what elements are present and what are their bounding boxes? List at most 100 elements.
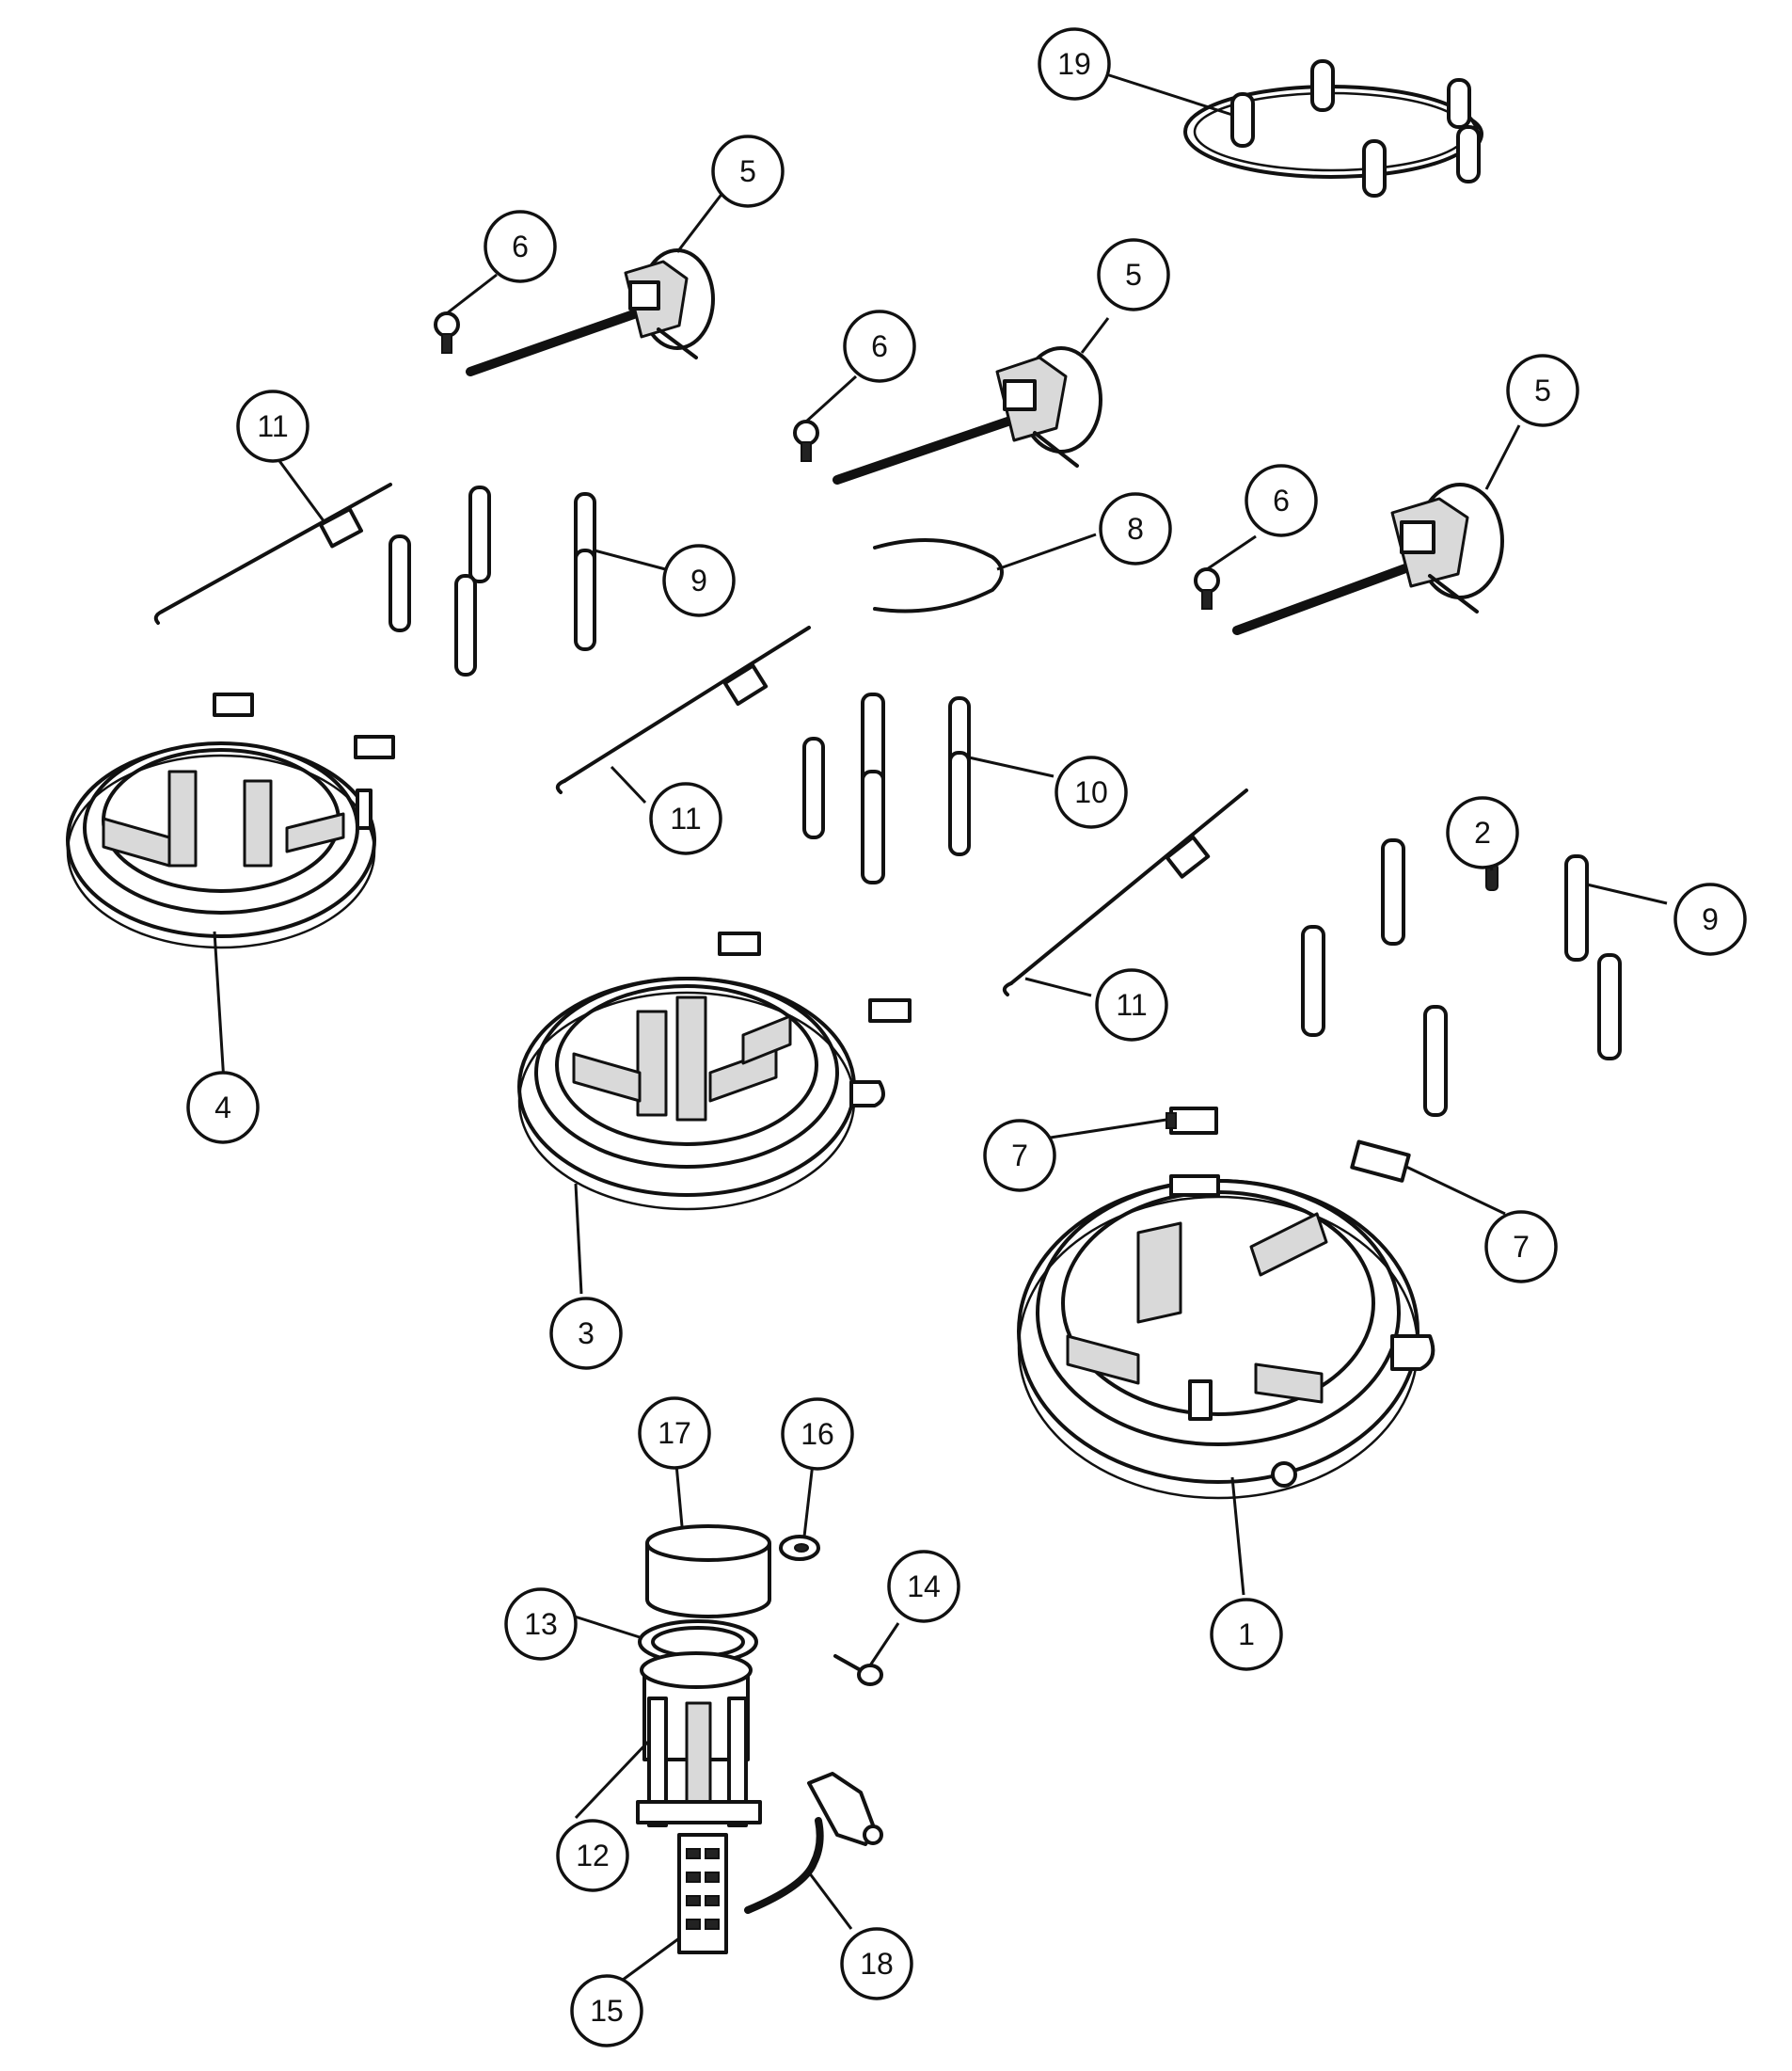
callout-label: 11 [1116, 988, 1147, 1022]
callout-c13: 13 [504, 1587, 578, 1661]
callout-circle [1097, 238, 1170, 311]
callout-label: 18 [860, 1947, 894, 1981]
part-3-ring-housing [517, 932, 912, 1211]
callout-c6b: 6 [843, 310, 916, 383]
callout-c3: 3 [549, 1297, 623, 1370]
callout-label: 4 [214, 1091, 231, 1124]
callout-label: 5 [1125, 258, 1142, 292]
callout-c9a: 9 [662, 544, 736, 617]
callout-circle [649, 782, 722, 855]
callout-circle [186, 1071, 260, 1144]
callout-circle [711, 135, 785, 208]
callout-c7b: 7 [1484, 1210, 1558, 1283]
callout-circle [1673, 883, 1747, 956]
callout-circle [1245, 464, 1318, 537]
callout-circle [549, 1297, 623, 1370]
callout-circle [570, 1974, 643, 2047]
callout-circle [484, 210, 557, 283]
part-11-rod-a [153, 483, 392, 625]
callout-label: 16 [801, 1417, 834, 1451]
callout-label: 5 [1534, 374, 1551, 407]
callout-c12: 12 [556, 1819, 629, 1892]
part-9-pins-a [389, 486, 596, 677]
callout-c6a: 6 [484, 210, 557, 283]
part-11-rod-b [555, 626, 811, 794]
callout-c7a: 7 [983, 1119, 1056, 1192]
callout-label: 6 [1273, 484, 1290, 518]
callout-circle [983, 1119, 1056, 1192]
callout-label: 1 [1238, 1617, 1255, 1651]
part-7-switch-b [1350, 1139, 1411, 1183]
callout-c9b: 9 [1673, 883, 1747, 956]
callout-label: 9 [1702, 902, 1719, 936]
callout-label: 2 [1474, 816, 1491, 850]
part-19-ring-with-posts [1183, 59, 1483, 198]
part-14-bolt [833, 1654, 883, 1686]
callout-bubbles: 19 5 6 5 6 5 6 11 9 8 11 10 2 9 11 4 7 7 3 17 16 14 13 1 12 18 15 [186, 27, 1747, 2047]
callout-label: 12 [576, 1839, 610, 1872]
callout-label: 5 [739, 154, 756, 188]
callout-label: 7 [1513, 1230, 1530, 1264]
callout-label: 11 [257, 409, 288, 443]
callout-circle [1038, 27, 1111, 101]
part-15-terminal-block [677, 1833, 728, 1954]
callout-circle [781, 1397, 854, 1471]
callout-c14: 14 [887, 1550, 960, 1623]
callout-c2: 2 [1446, 796, 1519, 869]
callout-c19: 19 [1038, 27, 1111, 101]
part-8-wire-clip [873, 538, 1004, 613]
callout-c11b: 11 [649, 782, 722, 855]
callout-label: 11 [670, 802, 701, 836]
callout-circle [1446, 796, 1519, 869]
callout-c5b: 5 [1097, 238, 1170, 311]
part-10-pins [802, 693, 971, 884]
part-12-carriage [636, 1651, 762, 1827]
part-18-cable-bracket [744, 1772, 883, 1914]
part-17-cylinder-cap [645, 1524, 771, 1618]
callout-c15: 15 [570, 1974, 643, 2047]
callout-circle [1506, 354, 1579, 427]
callout-label: 7 [1011, 1139, 1028, 1172]
callout-label: 6 [871, 329, 888, 363]
callout-circle [1055, 756, 1128, 829]
part-5-motor-c [1232, 483, 1504, 635]
callout-c16: 16 [781, 1397, 854, 1471]
callout-label: 6 [512, 230, 529, 263]
callout-c1: 1 [1210, 1598, 1283, 1671]
part-9-pins-b [1301, 838, 1622, 1117]
callout-c11c: 11 [1095, 968, 1168, 1042]
part-5-motor-b [833, 346, 1102, 485]
callout-c5c: 5 [1506, 354, 1579, 427]
callout-circle [236, 390, 309, 463]
callout-c11a: 11 [236, 390, 309, 463]
callout-label: 14 [907, 1569, 941, 1603]
part-6-screw-c [1194, 567, 1220, 610]
part-4-ring-housing [66, 693, 395, 949]
callout-c18: 18 [840, 1927, 913, 2000]
callout-c8: 8 [1099, 492, 1172, 566]
callout-circle [1484, 1210, 1558, 1283]
callout-circle [1099, 492, 1172, 566]
callout-circle [1095, 968, 1168, 1042]
callout-circle [840, 1927, 913, 2000]
callout-c4: 4 [186, 1071, 260, 1144]
part-11-rod-c [1002, 789, 1248, 996]
callout-c17: 17 [638, 1396, 711, 1470]
callout-label: 8 [1127, 512, 1144, 546]
part-16-washer [779, 1535, 820, 1561]
part-6-screw-b [793, 420, 819, 462]
callout-label: 17 [658, 1416, 691, 1450]
callout-c10: 10 [1055, 756, 1128, 829]
callout-circle [556, 1819, 629, 1892]
callout-circle [1210, 1598, 1283, 1671]
part-5-motor-a [466, 248, 715, 376]
callout-label: 3 [578, 1316, 595, 1350]
callout-circle [638, 1396, 711, 1470]
callout-circle [887, 1550, 960, 1623]
callout-label: 10 [1074, 775, 1108, 809]
callout-label: 19 [1057, 47, 1091, 81]
leader-lines [213, 72, 1668, 1984]
part-1-ring-housing [1017, 1174, 1435, 1500]
